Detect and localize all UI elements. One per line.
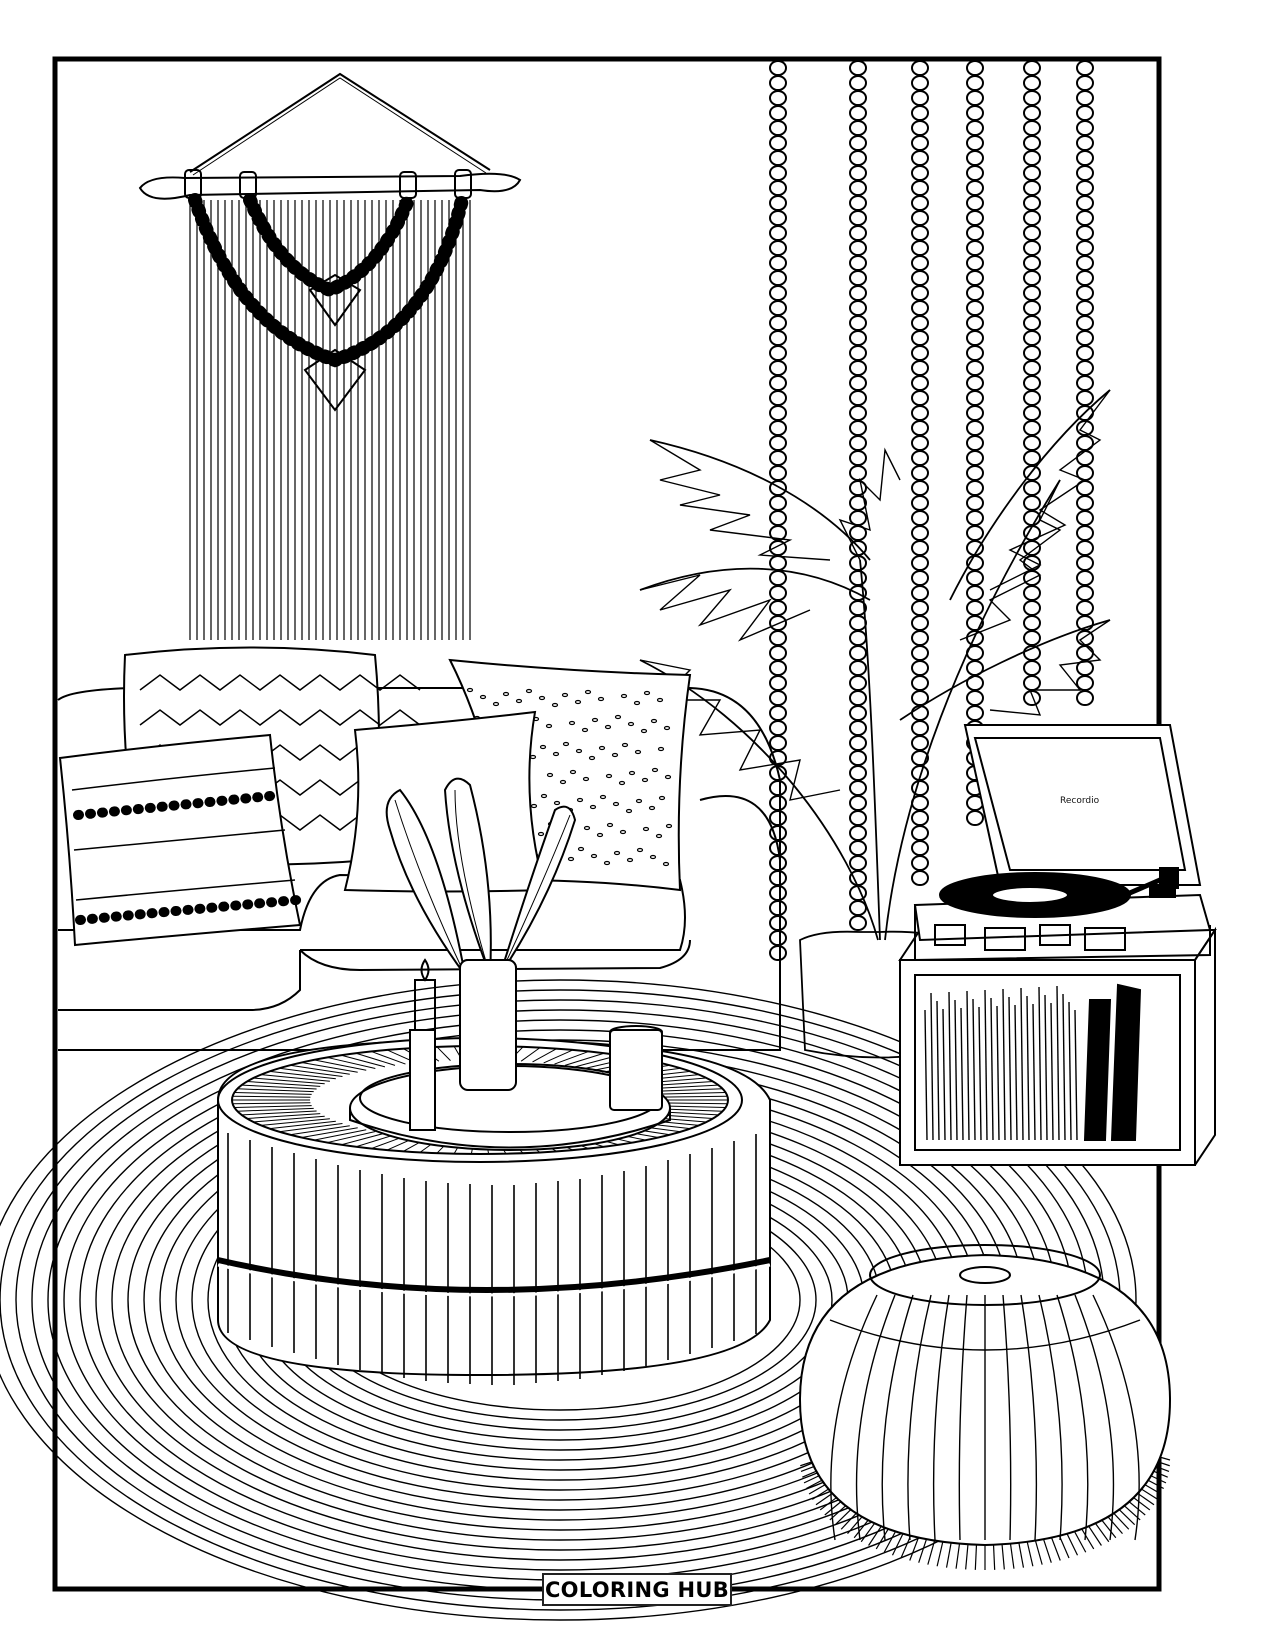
coloring-hub-logo[interactable]: COLORING HUB	[542, 1573, 732, 1606]
moroccan-pouf	[798, 1244, 1172, 1570]
macrame-wall-hanging	[138, 72, 522, 640]
logo-text: COLORING HUB	[544, 1577, 730, 1602]
record-player	[913, 724, 1212, 962]
beaded-curtain-strands	[769, 60, 1094, 961]
striped-dotted-pillow	[58, 733, 302, 947]
candle-jar-front	[609, 1029, 663, 1111]
vinyl-record-crate	[898, 926, 1217, 1166]
vase-front	[459, 959, 517, 1091]
candle-front	[409, 1029, 436, 1131]
fringe	[189, 200, 471, 640]
turntable-lid-brand: Recordio	[1060, 796, 1100, 806]
